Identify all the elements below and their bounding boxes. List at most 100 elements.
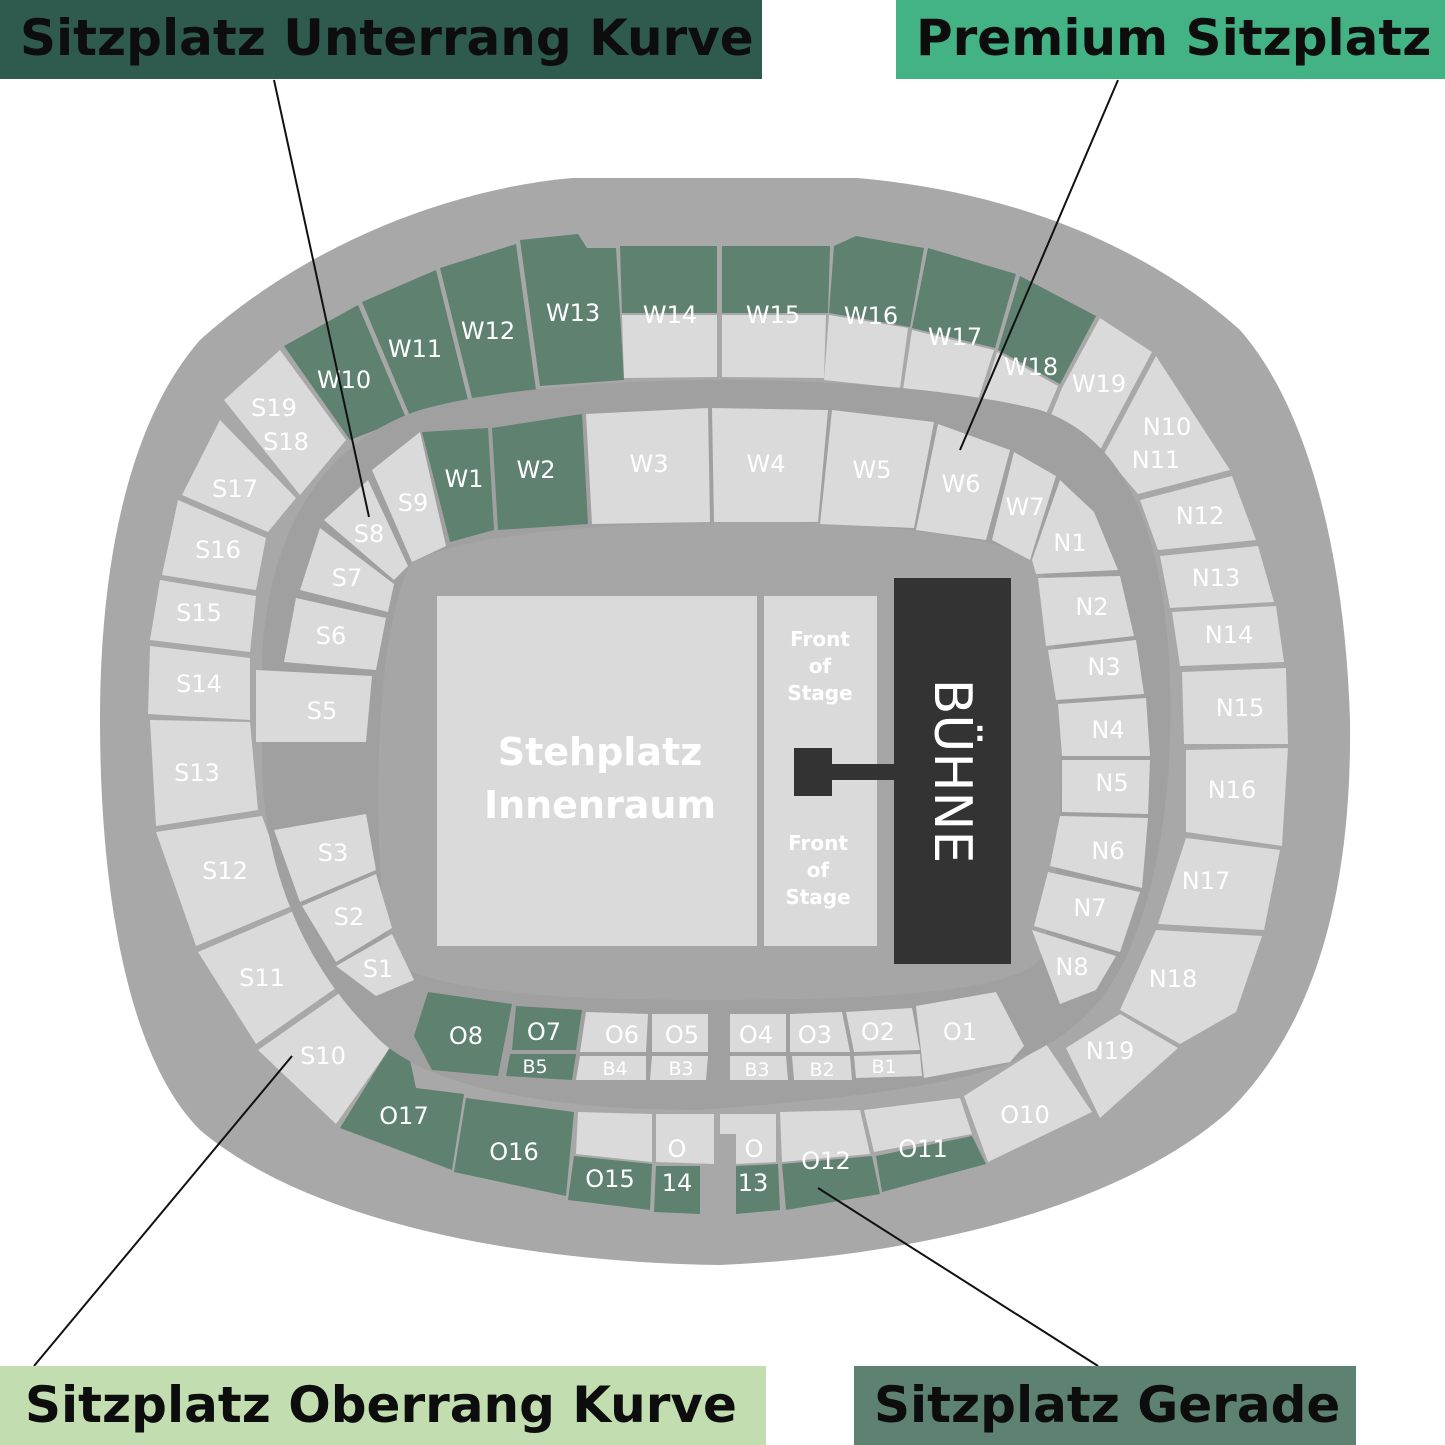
section-W14-shape[interactable] [620,246,717,313]
lower-north-sections [1032,480,1150,1004]
label-S7: S7 [332,564,363,592]
label-B4: B4 [602,1058,627,1080]
section-N17-shape[interactable] [1158,838,1280,930]
section-O5-shape[interactable] [652,1014,708,1052]
section-W5-shape[interactable] [820,410,934,528]
standing-label-2: Innenraum [484,783,716,827]
category-oberrang-kurve: Sitzplatz Oberrang Kurve [0,1366,766,1445]
section-O3-shape[interactable] [790,1012,850,1052]
section-W17-shape[interactable] [912,248,1016,348]
section-B1-shape[interactable] [854,1054,922,1078]
label-S1: S1 [363,955,394,983]
section-N7-shape[interactable] [1034,872,1140,952]
section-W1-shape[interactable] [422,428,494,542]
standing-area[interactable] [437,596,757,946]
section-S6-shape[interactable] [284,598,386,670]
section-N3-shape[interactable] [1048,640,1144,700]
section-O8-shape[interactable] [414,992,512,1076]
section-N19-shape[interactable] [1066,1014,1178,1118]
label-O11: O11 [898,1135,947,1163]
section-B3b-shape[interactable] [730,1056,788,1080]
section-N13-shape[interactable] [1160,546,1274,608]
section-W17-seat[interactable] [903,330,994,400]
section-O14-seat[interactable] [656,1114,714,1164]
section-W7-shape[interactable] [992,452,1056,560]
section-N18-shape[interactable] [1120,930,1262,1044]
label-W15: W15 [746,301,800,329]
section-B4-shape[interactable] [576,1056,646,1080]
section-W12-shape[interactable] [440,244,536,398]
leader-line-premium [959,79,1119,451]
section-W6-shape[interactable] [916,424,1010,540]
section-N14-shape[interactable] [1172,606,1284,666]
section-W13-shape[interactable] [520,234,624,386]
section-W3-shape[interactable] [586,408,710,524]
section-W15-seat[interactable] [722,315,826,378]
label-B5: B5 [522,1056,547,1078]
section-N8-shape[interactable] [1032,930,1116,1004]
section-W19-shape[interactable] [1045,318,1152,450]
section-O6-shape[interactable] [580,1012,648,1052]
section-S10-shape[interactable] [258,990,390,1124]
section-N10-11-shape[interactable] [1104,356,1230,494]
section-O14-shape[interactable] [654,1166,700,1214]
section-S18-19-shape[interactable] [224,350,346,495]
section-S5-shape[interactable] [256,670,372,742]
section-S3-shape[interactable] [274,814,376,902]
section-O15-seat[interactable] [576,1112,652,1162]
section-B5-shape[interactable] [506,1054,576,1080]
section-O17-shape[interactable] [340,1044,464,1170]
section-S11-shape[interactable] [198,910,340,1044]
section-B3a-shape[interactable] [650,1056,708,1080]
leader-line-oberrang [33,1055,293,1367]
section-S16-shape[interactable] [162,500,266,590]
label-S6: S6 [316,622,347,650]
section-S7-shape[interactable] [300,528,394,612]
section-W15-shape[interactable] [722,246,830,313]
label-N14: N14 [1205,621,1254,649]
section-O7-shape[interactable] [512,1006,582,1050]
section-O11-shape[interactable] [876,1136,986,1192]
section-O13-shape[interactable] [736,1164,780,1214]
section-S13-shape[interactable] [150,720,258,826]
section-S9-shape[interactable] [372,432,446,562]
section-W4-shape[interactable] [712,408,828,522]
section-O12-shape[interactable] [782,1156,880,1210]
section-W11-shape[interactable] [362,270,468,416]
section-W16-shape[interactable] [829,236,924,327]
section-W2-shape[interactable] [492,414,588,530]
section-N6-shape[interactable] [1050,816,1148,888]
section-S12-shape[interactable] [156,816,294,946]
section-S2-shape[interactable] [302,874,392,962]
section-S15-shape[interactable] [150,580,256,652]
section-N4-shape[interactable] [1058,698,1150,756]
section-S8-shape[interactable] [324,480,408,580]
section-O1-shape[interactable] [916,992,1024,1078]
section-S17-shape[interactable] [182,420,296,532]
section-W10-shape[interactable] [284,305,406,440]
section-W16-seat[interactable] [824,315,908,388]
section-N1-shape[interactable] [1032,480,1118,574]
section-O16-shape[interactable] [454,1098,574,1196]
lower-west-sections [372,408,1056,562]
section-N5-shape[interactable] [1062,760,1150,814]
section-S14-shape[interactable] [148,646,250,720]
section-O2-shape[interactable] [846,1008,920,1052]
section-B2-shape[interactable] [792,1056,852,1080]
section-O12-seat[interactable] [780,1110,870,1162]
section-O13-seat[interactable] [720,1114,776,1164]
section-S1-shape[interactable] [336,934,414,996]
section-N2-shape[interactable] [1038,576,1134,646]
section-O10-shape[interactable] [964,1044,1092,1162]
section-O4-shape[interactable] [730,1014,786,1052]
label-W12: W12 [461,317,515,345]
section-N15-shape[interactable] [1182,668,1288,744]
label-O5: O5 [665,1021,699,1049]
section-N16-shape[interactable] [1186,748,1288,846]
label-N19: N19 [1086,1037,1135,1065]
section-O11-seat[interactable] [864,1098,972,1152]
section-N12-shape[interactable] [1140,476,1256,550]
section-O15-shape[interactable] [568,1156,652,1210]
section-W14-seat[interactable] [622,315,717,378]
label-O4: O4 [739,1021,773,1049]
